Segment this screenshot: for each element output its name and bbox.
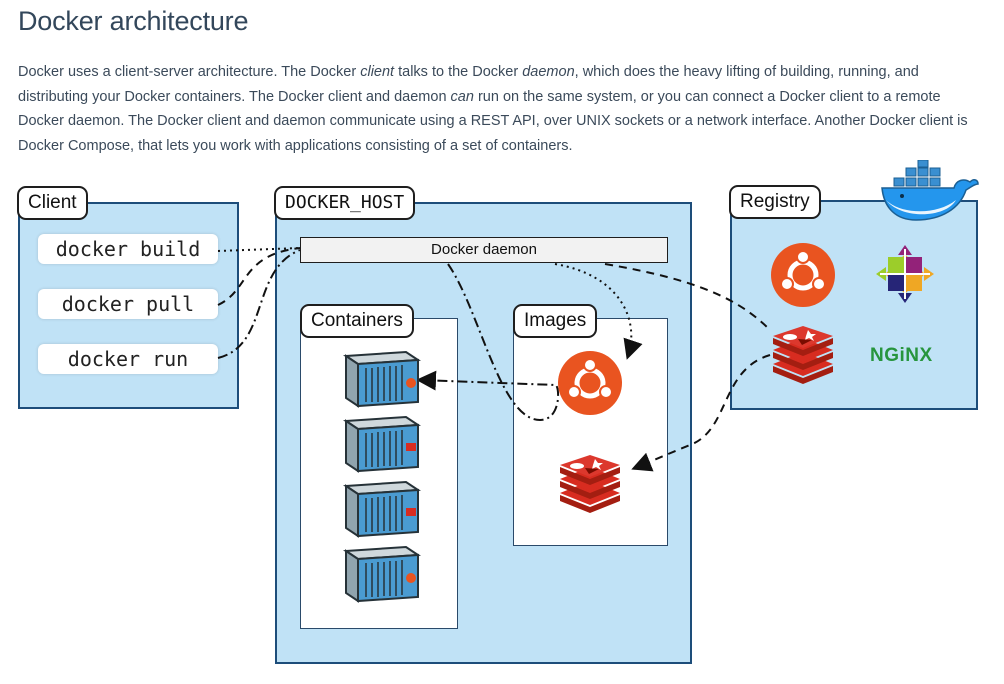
redis-icon <box>560 455 620 513</box>
container-icon <box>342 480 422 538</box>
pull-connector <box>217 247 301 306</box>
daemon-to-container-run <box>416 263 559 422</box>
container-icon <box>342 545 422 603</box>
build-connector <box>217 247 301 252</box>
docker-pull-command: docker pull <box>38 289 218 319</box>
run-connector <box>217 249 301 359</box>
centos-icon <box>876 245 934 303</box>
docker-host-label: DOCKER_HOST <box>274 186 416 220</box>
page-title: Docker architecture <box>18 6 249 36</box>
docker-daemon-bar: Docker daemon <box>300 237 668 263</box>
redis-icon <box>773 326 833 384</box>
daemon-to-image-build <box>554 263 643 360</box>
container-icon <box>342 415 422 473</box>
containers-label: Containers <box>300 304 414 338</box>
intro-paragraph: Docker uses a client-server architecture… <box>18 64 968 154</box>
daemon-to-registry-pull <box>604 263 771 331</box>
docker-whale-icon <box>881 160 979 221</box>
registry-label: Registry <box>729 185 821 219</box>
registry-to-image-pull <box>631 354 771 472</box>
client-label: Client <box>17 186 88 220</box>
images-label: Images <box>513 304 598 338</box>
ubuntu-icon <box>771 243 835 307</box>
docker-run-command: docker run <box>38 344 218 374</box>
container-icon <box>342 350 422 408</box>
docker-build-command: docker build <box>38 234 218 264</box>
registry-box <box>730 200 978 410</box>
ubuntu-icon <box>558 351 622 415</box>
nginx-icon: NGiNX <box>870 345 933 366</box>
